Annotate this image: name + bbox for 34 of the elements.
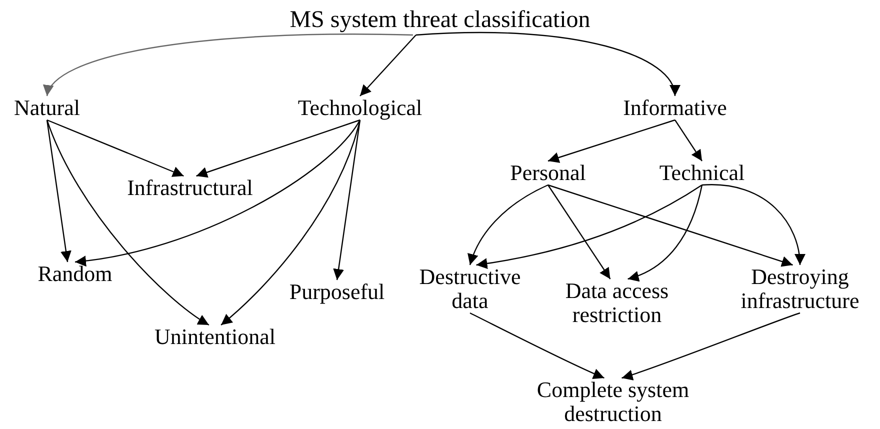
category-label: Infrastructural — [127, 176, 253, 200]
category-label: Technological — [298, 96, 422, 120]
arrow — [622, 312, 800, 380]
arrow — [468, 184, 548, 266]
category-label: Informative — [623, 96, 727, 120]
arrow — [548, 184, 611, 280]
category-label: Destructive data — [408, 265, 532, 313]
category-label: Technical — [659, 161, 745, 185]
arrow — [46, 34, 413, 96]
category-label: Purposeful — [289, 280, 385, 304]
arrow — [628, 184, 703, 281]
arrow — [416, 32, 678, 96]
arrow — [74, 120, 360, 266]
diagram-title: MS system threat classification — [290, 5, 590, 35]
category-label: Random — [38, 262, 112, 286]
arrow — [46, 119, 184, 177]
arrow — [702, 184, 805, 266]
category-label: Natural — [14, 96, 80, 120]
arrow — [220, 120, 361, 326]
arrow — [674, 120, 702, 162]
arrow — [333, 120, 361, 280]
category-label: Unintentional — [154, 325, 276, 349]
category-label: Complete system destruction — [526, 378, 700, 426]
arrow — [360, 34, 416, 96]
arrow — [548, 119, 676, 163]
category-label: Personal — [510, 161, 586, 185]
arrow — [46, 120, 72, 262]
arrow — [470, 312, 604, 379]
arrow — [196, 119, 360, 178]
category-label: Destroying infrastructure — [728, 265, 872, 313]
category-label: Data access restriction — [550, 279, 684, 327]
arrow — [548, 184, 793, 267]
arrow — [46, 120, 210, 326]
arrow — [476, 184, 702, 269]
